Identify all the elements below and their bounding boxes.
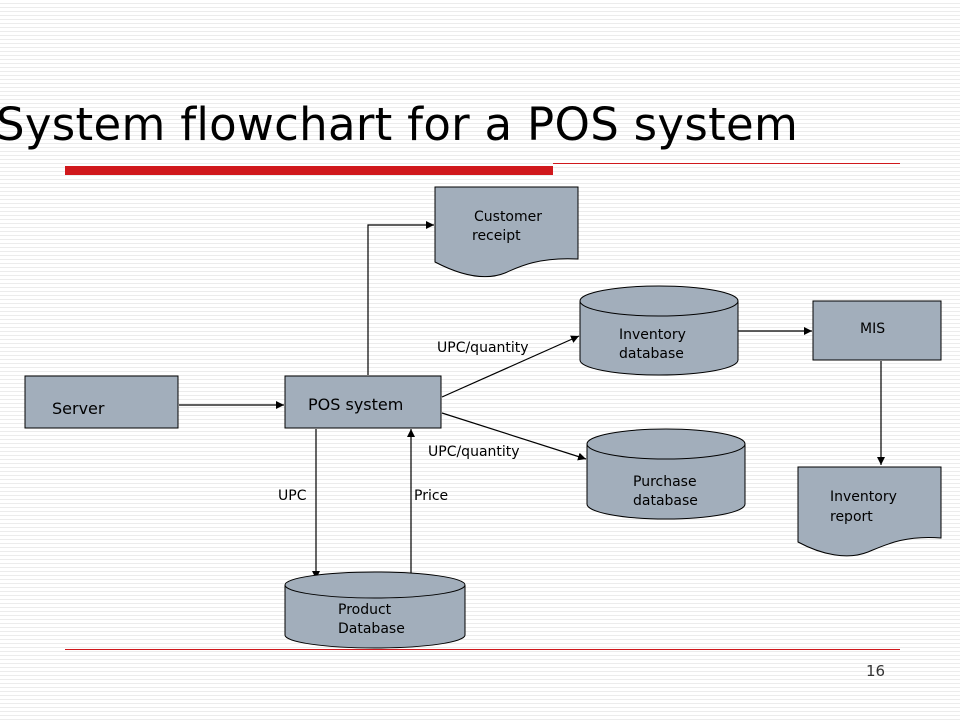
title-accent-bar (65, 166, 553, 175)
connector-pos-to-purchase-db (441, 412, 587, 461)
edge-label-upc: UPC (278, 488, 307, 504)
pos-system-label: POS system (308, 395, 403, 414)
server-node: Server (24, 375, 179, 429)
product-database-line1: Product (338, 602, 392, 618)
product-database-node: Product Database (284, 571, 466, 649)
server-label: Server (52, 399, 105, 418)
page-number: 16 (866, 662, 886, 680)
product-database-line2: Database (338, 621, 405, 637)
edge-label-pos-to-purchase: UPC/quantity (428, 444, 520, 460)
mis-label: MIS (860, 321, 885, 337)
connector-pos-to-receipt (367, 221, 434, 375)
footer-rule (65, 649, 900, 650)
connector-pos-to-inventory-db (441, 335, 580, 398)
inventory-report-line2: report (830, 509, 873, 525)
customer-receipt-line2: receipt (472, 228, 521, 244)
customer-receipt-node: Customer receipt (434, 186, 579, 278)
inventory-report-line1: Inventory (830, 489, 897, 505)
customer-receipt-line1: Customer (474, 209, 542, 225)
purchase-database-node: Purchase database (586, 428, 746, 520)
connectors (179, 221, 885, 579)
slide-title: System flowchart for a POS system (0, 98, 799, 151)
inventory-database-line1: Inventory (619, 327, 686, 343)
pos-system-node: POS system (284, 375, 442, 429)
inventory-database-line2: database (619, 346, 684, 362)
edge-label-price: Price (414, 488, 448, 504)
inventory-report-node: Inventory report (797, 466, 942, 557)
title-rule (553, 163, 900, 164)
inventory-database-node: Inventory database (579, 285, 739, 376)
mis-node: MIS (812, 300, 942, 361)
purchase-database-line1: Purchase (633, 474, 697, 490)
edge-label-pos-to-inventory: UPC/quantity (437, 340, 529, 356)
purchase-database-line2: database (633, 493, 698, 509)
